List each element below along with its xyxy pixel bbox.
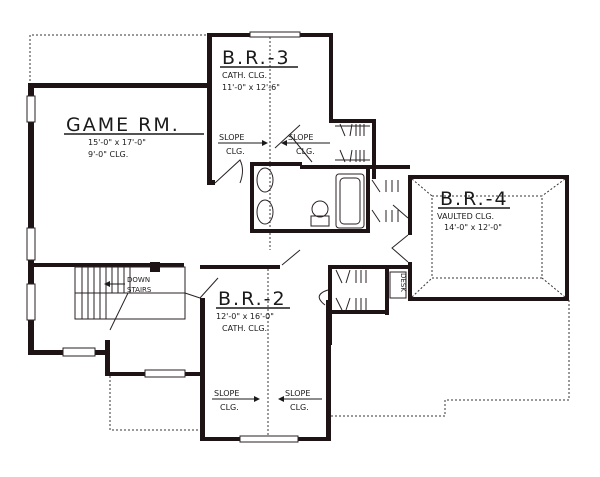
slope-label: SLOPE	[288, 133, 313, 142]
br3-ceiling: CATH. CLG.	[222, 71, 267, 80]
br2-label: B.R.-2	[218, 288, 287, 310]
slope-clg-label: CLG.	[220, 403, 239, 412]
br4-walls	[391, 175, 569, 301]
br3-label: B.R.-3	[222, 47, 291, 69]
bath-cluster	[250, 119, 410, 233]
desk-label: DESK	[399, 273, 407, 292]
stairs-label-2: STAIRS	[127, 286, 152, 294]
slope-label: SLOPE	[285, 389, 310, 398]
game-room-ceiling: 9'-0" CLG.	[88, 150, 128, 159]
roof-outline-bottom	[109, 300, 570, 431]
staircase	[34, 262, 205, 378]
br2-size: 12'-0" x 16'-0"	[216, 312, 274, 321]
game-room-size: 15'-0" x 17'-0"	[88, 138, 146, 147]
br4-label: B.R.-4	[440, 188, 509, 210]
slope-clg-label: CLG.	[290, 403, 309, 412]
br3-size: 11'-0" x 12'-6"	[222, 83, 280, 92]
br4-size: 14'-0" x 12'-0"	[444, 223, 502, 232]
stairs-label: DOWN	[127, 276, 150, 284]
br2-ceiling: CATH. CLG.	[222, 324, 267, 333]
br2-walls	[199, 249, 331, 443]
game-room-label: GAME RM.	[66, 114, 180, 136]
slope-clg-label: CLG.	[226, 147, 245, 156]
slope-label: SLOPE	[219, 133, 244, 142]
slope-label: SLOPE	[214, 389, 239, 398]
game-room-walls	[26, 35, 212, 355]
slope-clg-label: CLG.	[296, 147, 315, 156]
roof-outline-top	[29, 34, 210, 85]
br4-ceiling: VAULTED CLG.	[437, 212, 494, 221]
br3-walls	[207, 31, 333, 250]
